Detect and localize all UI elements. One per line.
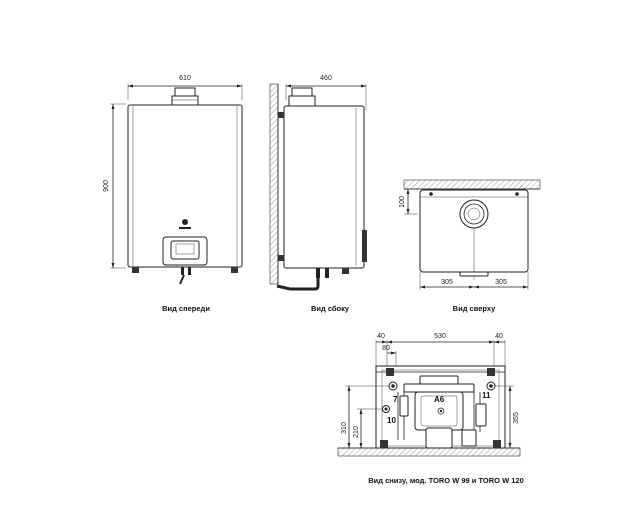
bottom-height-right-dim: 355 [513,412,520,424]
bottom-height-left-outer-dim: 310 [341,422,348,434]
side-view-caption: Вид сбоку [311,304,350,313]
bottom-left-margin-dim: 40 [377,333,385,340]
bottom-right-margin-dim: 40 [495,333,503,340]
callout-10: 10 [387,416,396,425]
callout-7: 7 [393,395,398,404]
brand-logo-icon [179,219,191,229]
top-left-dim: 305 [441,279,453,286]
bottom-view-caption: Вид снизу, мод. TORO W 99 и TORO W 120 [368,476,524,485]
top-right-dim: 305 [495,279,507,286]
bottom-width-dim: 530 [434,333,446,340]
side-view: 460 Вид сбоку [269,75,367,313]
front-view-caption: Вид спереди [162,304,210,313]
front-height-dim: 900 [103,180,110,192]
callout-a6: А6 [434,395,445,404]
bottom-view: 40 530 40 80 [337,333,524,485]
side-depth-dim: 460 [320,75,332,82]
front-width-dim: 610 [179,75,191,82]
callout-11: 11 [482,391,491,400]
top-view-caption: Вид сверху [453,304,496,313]
top-depth-dim: 100 [399,196,406,208]
bottom-offset-dim: 80 [382,345,390,352]
bottom-height-left-inner-dim: 210 [353,426,360,438]
top-view: 100 305 305 Вид сверху [399,179,541,313]
front-view: 610 900 Вид спереди [103,75,243,313]
